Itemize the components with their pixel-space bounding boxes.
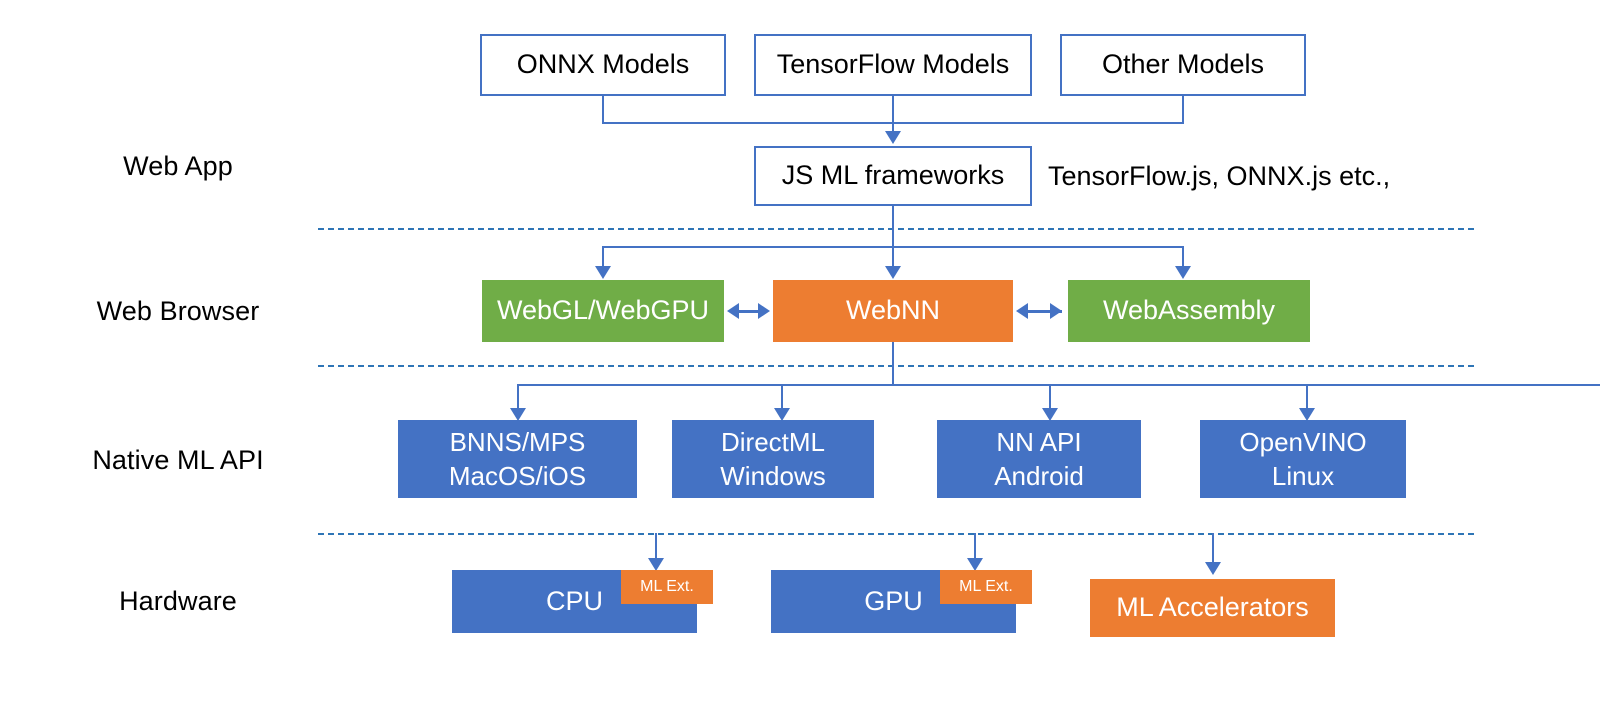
- connector-bus-to-openvino: [1306, 384, 1308, 410]
- tier-label-text: Web App: [123, 150, 233, 181]
- tier-label-text: Web Browser: [96, 295, 260, 326]
- node-other-models[interactable]: Other Models: [1060, 34, 1306, 96]
- node-bnns-mps[interactable]: BNNS/MPS MacOS/iOS: [398, 420, 637, 498]
- connector-bus-to-webassembly: [1182, 246, 1184, 268]
- node-label-line2: MacOS/iOS: [448, 461, 587, 491]
- badge-ml-ext-cpu[interactable]: ML Ext.: [621, 570, 713, 604]
- arrowhead-to-ml-accelerators: [1205, 562, 1221, 575]
- node-label: ML Accelerators: [1116, 592, 1309, 623]
- connector-other-down: [1182, 96, 1184, 124]
- arrowhead-to-webassembly: [1175, 266, 1191, 279]
- node-label-line2: Windows: [720, 461, 826, 491]
- arrowhead-to-cpu: [648, 558, 664, 571]
- node-onnx-models[interactable]: ONNX Models: [480, 34, 726, 96]
- node-label-line1: OpenVINO: [1239, 426, 1367, 457]
- arrowhead-to-webnn: [885, 266, 901, 279]
- connector-webgl-webnn: [730, 310, 767, 313]
- divider-web-app-browser: [318, 228, 1474, 230]
- node-label-line1: NN API: [996, 426, 1082, 457]
- arrowhead-to-nnapi: [1042, 408, 1058, 421]
- node-webnn[interactable]: WebNN: [773, 280, 1013, 342]
- node-label: Other Models: [1101, 49, 1265, 80]
- node-label: ONNX Models: [516, 49, 690, 80]
- node-label: GPU: [864, 585, 923, 616]
- connector-to-cpu: [655, 533, 657, 561]
- badge-label: ML Ext.: [640, 578, 694, 595]
- node-label-line1: BNNS/MPS: [449, 426, 586, 457]
- tier-label-text: Native ML API: [92, 444, 264, 475]
- node-label: WebAssembly: [1102, 295, 1276, 326]
- node-directml[interactable]: DirectML Windows: [672, 420, 874, 498]
- node-webgl-webgpu[interactable]: WebGL/WebGPU: [482, 280, 724, 342]
- arrowhead-webgl-webnn-right: [758, 303, 770, 319]
- connector-bus-to-webnn: [892, 246, 894, 268]
- connector-js-frameworks-down: [892, 206, 894, 248]
- node-label: JS ML frameworks: [781, 160, 1005, 191]
- tier-label-native-ml-api: Native ML API: [45, 436, 311, 484]
- node-webassembly[interactable]: WebAssembly: [1068, 280, 1310, 342]
- tier-label-web-browser: Web Browser: [60, 287, 296, 335]
- connector-native-bus: [517, 384, 1600, 386]
- node-label: WebGL/WebGPU: [496, 295, 710, 326]
- node-ml-accelerators[interactable]: ML Accelerators: [1090, 579, 1335, 637]
- node-nn-api[interactable]: NN API Android: [937, 420, 1141, 498]
- arrowhead-to-openvino: [1299, 408, 1315, 421]
- node-tensorflow-models[interactable]: TensorFlow Models: [754, 34, 1032, 96]
- arrowhead-webnn-wasm-left: [1016, 303, 1028, 319]
- node-js-ml-frameworks[interactable]: JS ML frameworks: [754, 146, 1032, 206]
- connector-bus-to-bnns: [517, 384, 519, 410]
- connector-bus-to-directml: [781, 384, 783, 410]
- framework-annotation-text: TensorFlow.js, ONNX.js etc.,: [1048, 160, 1391, 191]
- connector-bus-to-nnapi: [1049, 384, 1051, 410]
- connector-to-ml-accelerators: [1212, 533, 1214, 565]
- node-label-line1: DirectML: [720, 426, 825, 457]
- node-label: WebNN: [845, 295, 941, 326]
- connector-webnn-wasm: [1019, 310, 1062, 313]
- connector-bus-to-webgl: [602, 246, 604, 268]
- node-label: TensorFlow Models: [776, 49, 1010, 80]
- arrowhead-to-gpu: [967, 558, 983, 571]
- arrowhead-to-js-frameworks: [885, 131, 901, 144]
- arrowhead-webgl-webnn-left: [727, 303, 739, 319]
- node-label-line2: Android: [994, 461, 1084, 491]
- tier-label-hardware: Hardware: [60, 577, 296, 625]
- arrowhead-to-bnns: [510, 408, 526, 421]
- connector-onnx-down: [602, 96, 604, 124]
- node-label: CPU: [545, 585, 603, 616]
- arrowhead-webnn-wasm-right: [1050, 303, 1062, 319]
- connector-to-gpu: [974, 533, 976, 561]
- arrowhead-to-webgl: [595, 266, 611, 279]
- divider-native-hardware: [318, 533, 1474, 535]
- node-openvino[interactable]: OpenVINO Linux: [1200, 420, 1406, 498]
- badge-ml-ext-gpu[interactable]: ML Ext.: [940, 570, 1032, 604]
- connector-webnn-down: [892, 342, 894, 386]
- node-label-line2: Linux: [1271, 461, 1335, 491]
- framework-annotation: TensorFlow.js, ONNX.js etc.,: [1048, 152, 1390, 200]
- tier-label-text: Hardware: [119, 585, 237, 616]
- badge-label: ML Ext.: [959, 578, 1013, 595]
- divider-browser-native: [318, 365, 1474, 367]
- tier-label-web-app: Web App: [60, 142, 296, 190]
- arrowhead-to-directml: [774, 408, 790, 421]
- connector-tensorflow-down: [892, 96, 894, 134]
